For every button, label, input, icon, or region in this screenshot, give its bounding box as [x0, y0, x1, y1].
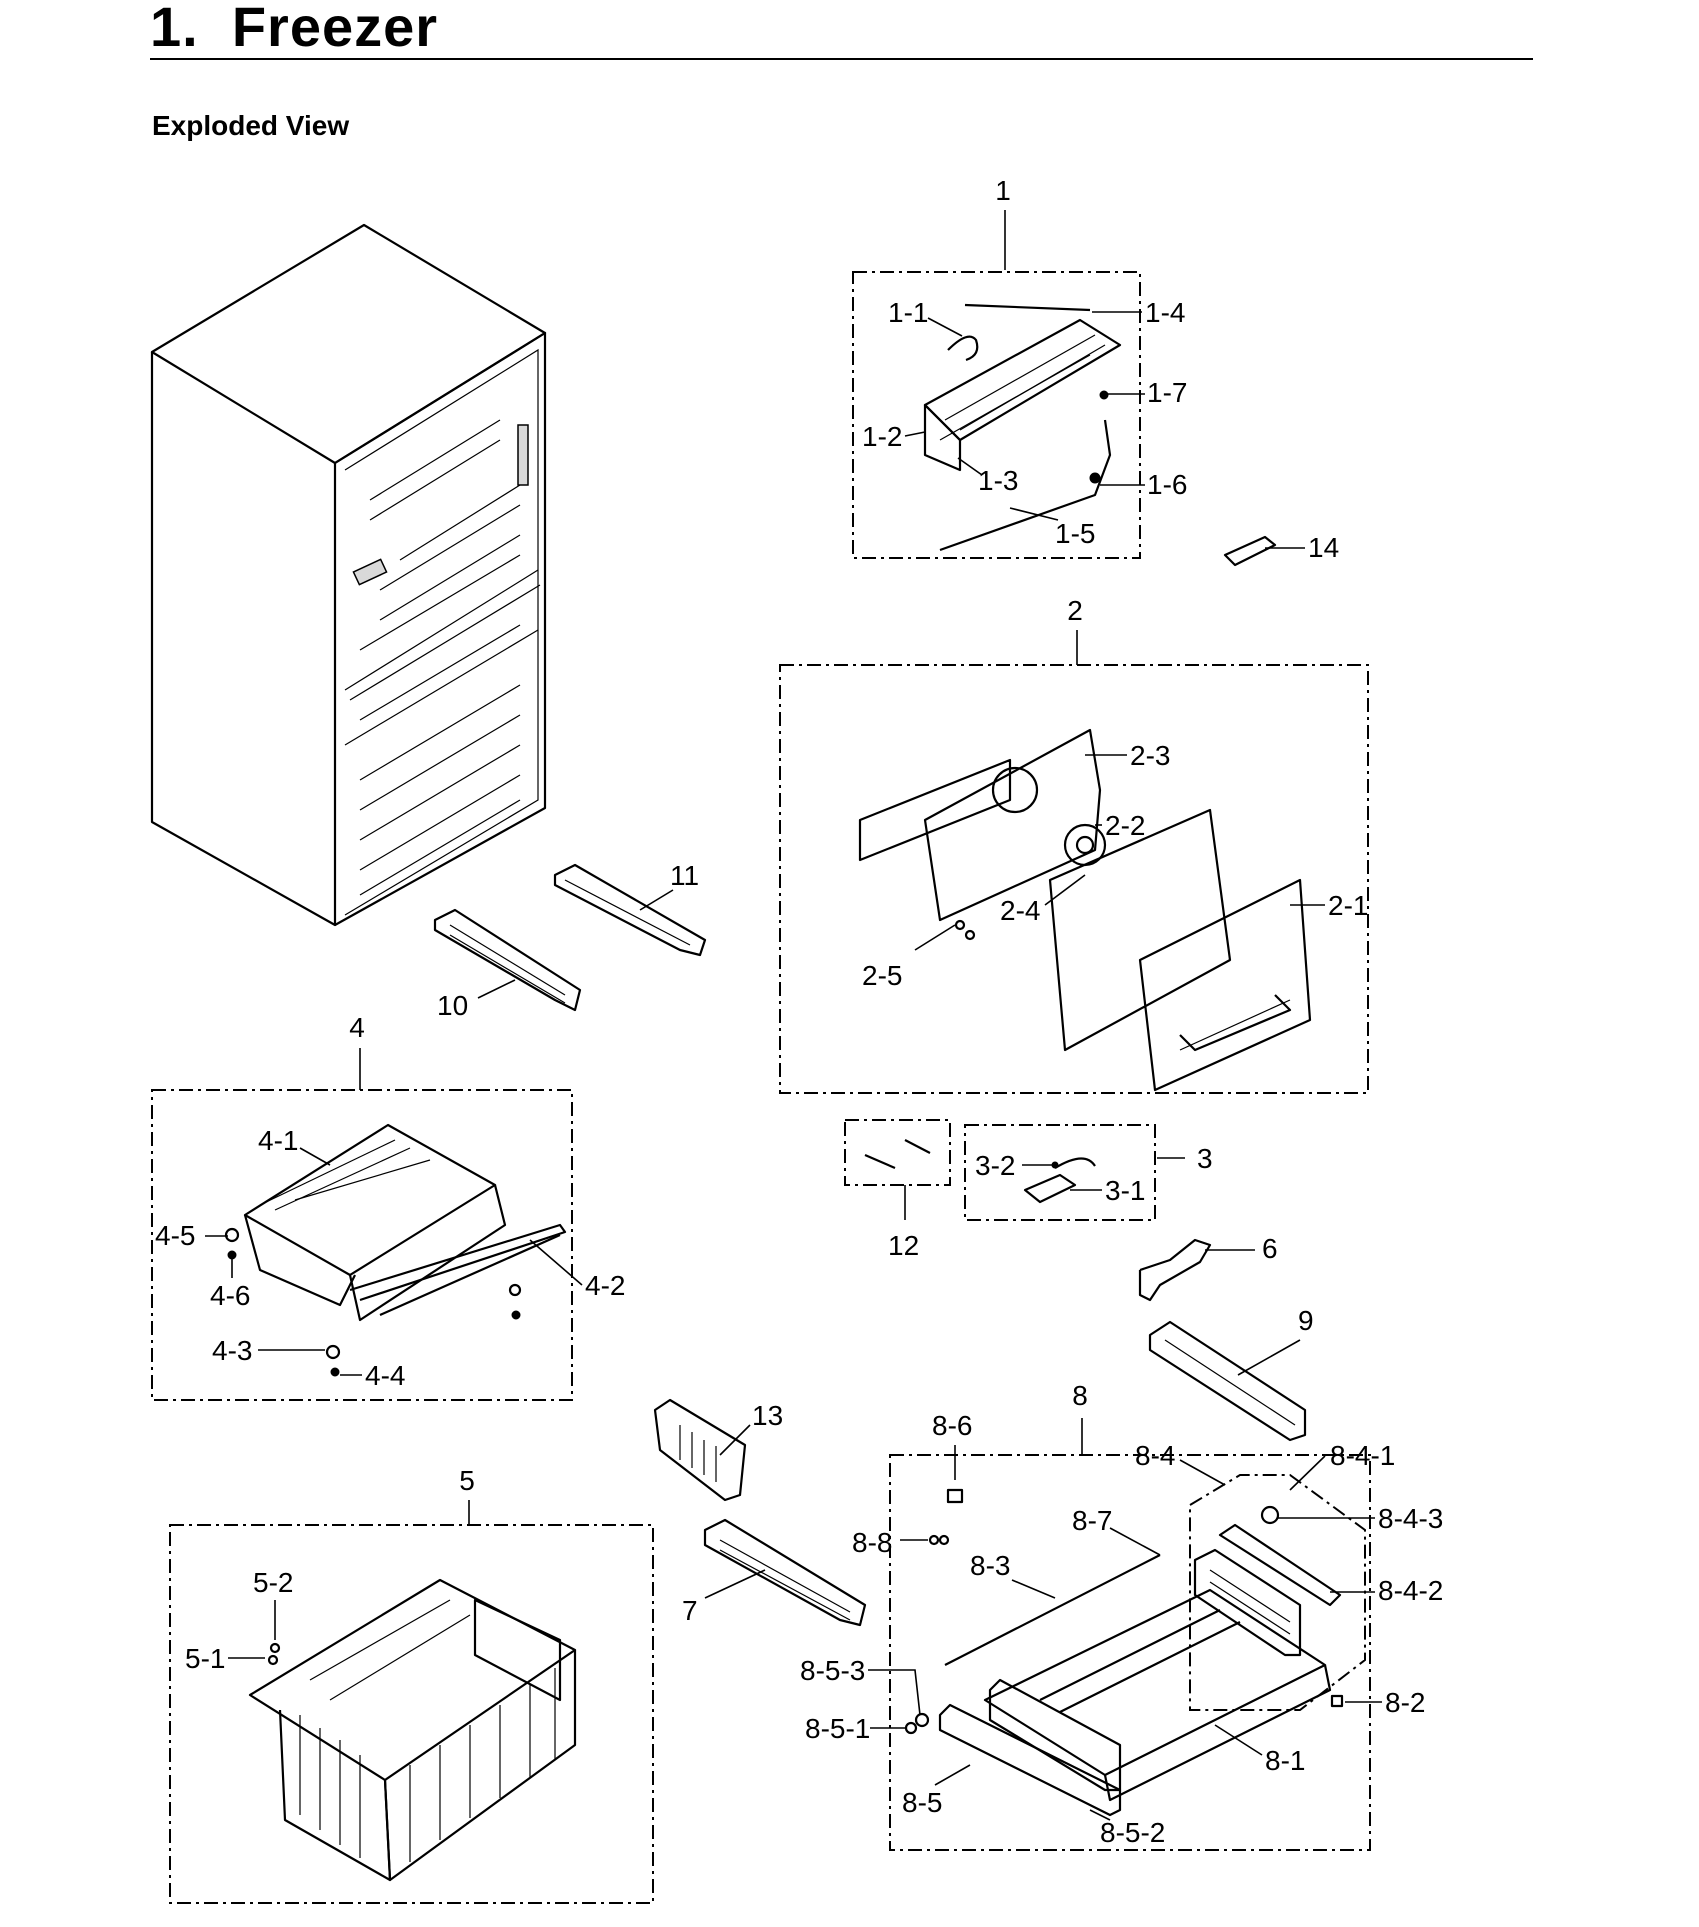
- part-12-pins: [864, 1139, 931, 1170]
- callout-1-3: 1-3: [978, 465, 1018, 496]
- callout-4: 4: [349, 1012, 365, 1043]
- callout-2-1: 2-1: [1328, 890, 1368, 921]
- callout-8-5: 8-5: [902, 1787, 942, 1818]
- part-8-2: [1330, 1694, 1344, 1708]
- callout-1-4: 1-4: [1145, 297, 1185, 328]
- screws-2-5: [954, 919, 976, 941]
- callout-6: 6: [1262, 1233, 1278, 1264]
- part-10-rail: [433, 908, 582, 1012]
- callout-8-5-1: 8-5-1: [805, 1713, 870, 1744]
- part-8-5-3: [914, 1712, 930, 1728]
- part-8-4-3: [1260, 1505, 1280, 1525]
- part-6-bracket: [1138, 1238, 1212, 1302]
- callout-8-7: 8-7: [1072, 1505, 1112, 1536]
- callout-9: 9: [1298, 1305, 1314, 1336]
- part-13-cover: [653, 1398, 747, 1502]
- group-12-box: [844, 1119, 951, 1186]
- callout-7: 7: [682, 1595, 698, 1626]
- part-8-4-2-rail-assembly: [1193, 1523, 1342, 1657]
- callout-5-2: 5-2: [253, 1567, 293, 1598]
- callout-2-2: 2-2: [1105, 810, 1145, 841]
- part-8-7-rod: [944, 1554, 1161, 1666]
- callout-4-4: 4-4: [365, 1360, 405, 1391]
- callout-2: 2: [1067, 595, 1083, 626]
- callout-8-4: 8-4: [1135, 1440, 1175, 1471]
- callout-14: 14: [1308, 532, 1339, 563]
- callout-8-6: 8-6: [932, 1410, 972, 1441]
- callout-12: 12: [888, 1230, 919, 1261]
- callout-4-2: 4-2: [585, 1270, 625, 1301]
- callout-4-5: 4-5: [155, 1220, 195, 1251]
- callout-13: 13: [752, 1400, 783, 1431]
- callout-10: 10: [437, 990, 468, 1021]
- callout-1-7: 1-7: [1147, 377, 1187, 408]
- group-5-box: [169, 1524, 654, 1904]
- group-1-box: [852, 271, 1141, 559]
- part-11-rail: [553, 863, 707, 957]
- title-rule: [150, 58, 1533, 60]
- callout-5: 5: [459, 1465, 475, 1496]
- sensor-assembly-3: [1023, 1157, 1096, 1204]
- part-8-5-1: [904, 1721, 918, 1735]
- callout-1: 1: [995, 175, 1011, 206]
- callout-8: 8: [1072, 1380, 1088, 1411]
- callout-8-4-2: 8-4-2: [1378, 1575, 1443, 1606]
- callout-4-3: 4-3: [212, 1335, 252, 1366]
- callout-1-5: 1-5: [1055, 518, 1095, 549]
- group-8-box: [889, 1454, 1371, 1851]
- page-subtitle: Exploded View: [152, 110, 350, 141]
- part-14-clip: [1223, 535, 1277, 567]
- callout-5-1: 5-1: [185, 1643, 225, 1674]
- callout-8-8: 8-8: [852, 1527, 892, 1558]
- callout-8-4-3: 8-4-3: [1378, 1503, 1443, 1534]
- lower-drawer-frame: [938, 1588, 1332, 1817]
- screws-8-8: [928, 1534, 950, 1546]
- callout-8-2: 8-2: [1385, 1687, 1425, 1718]
- group-2-box: [779, 664, 1369, 1094]
- ice-maker-evaporator-assembly: [923, 303, 1122, 552]
- callout-2-5: 2-5: [862, 960, 902, 991]
- group-3-box: [964, 1124, 1156, 1221]
- evaporator-cover-assembly: [858, 728, 1312, 1092]
- callout-3-1: 3-1: [1105, 1175, 1145, 1206]
- callout-1-6: 1-6: [1147, 469, 1187, 500]
- group-4-box: [151, 1089, 573, 1401]
- callout-8-4-1: 8-4-1: [1330, 1440, 1395, 1471]
- callout-1-1: 1-1: [888, 297, 928, 328]
- callout-3: 3: [1197, 1143, 1213, 1174]
- callout-1-2: 1-2: [862, 421, 902, 452]
- callout-8-5-3: 8-5-3: [800, 1655, 865, 1686]
- part-8-6: [946, 1488, 964, 1504]
- callout-8-1: 8-1: [1265, 1745, 1305, 1776]
- upper-freezer-drawer: [243, 1123, 567, 1322]
- callout-4-1: 4-1: [258, 1125, 298, 1156]
- refrigerator-cabinet: [150, 223, 547, 927]
- group-8-4-box: [1189, 1474, 1366, 1711]
- callout-8-3: 8-3: [970, 1550, 1010, 1581]
- part-7-rail: [703, 1518, 867, 1627]
- callout-8-5-2: 8-5-2: [1100, 1817, 1165, 1848]
- part-9-rail: [1148, 1320, 1307, 1442]
- callout-11: 11: [670, 860, 699, 891]
- callout-2-3: 2-3: [1130, 740, 1170, 771]
- callout-4-6: 4-6: [210, 1280, 250, 1311]
- callout-2-4: 2-4: [1000, 895, 1040, 926]
- lower-freezer-basket: [248, 1578, 577, 1882]
- callout-3-2: 3-2: [975, 1150, 1015, 1181]
- page-title: 1. Freezer: [150, 0, 439, 58]
